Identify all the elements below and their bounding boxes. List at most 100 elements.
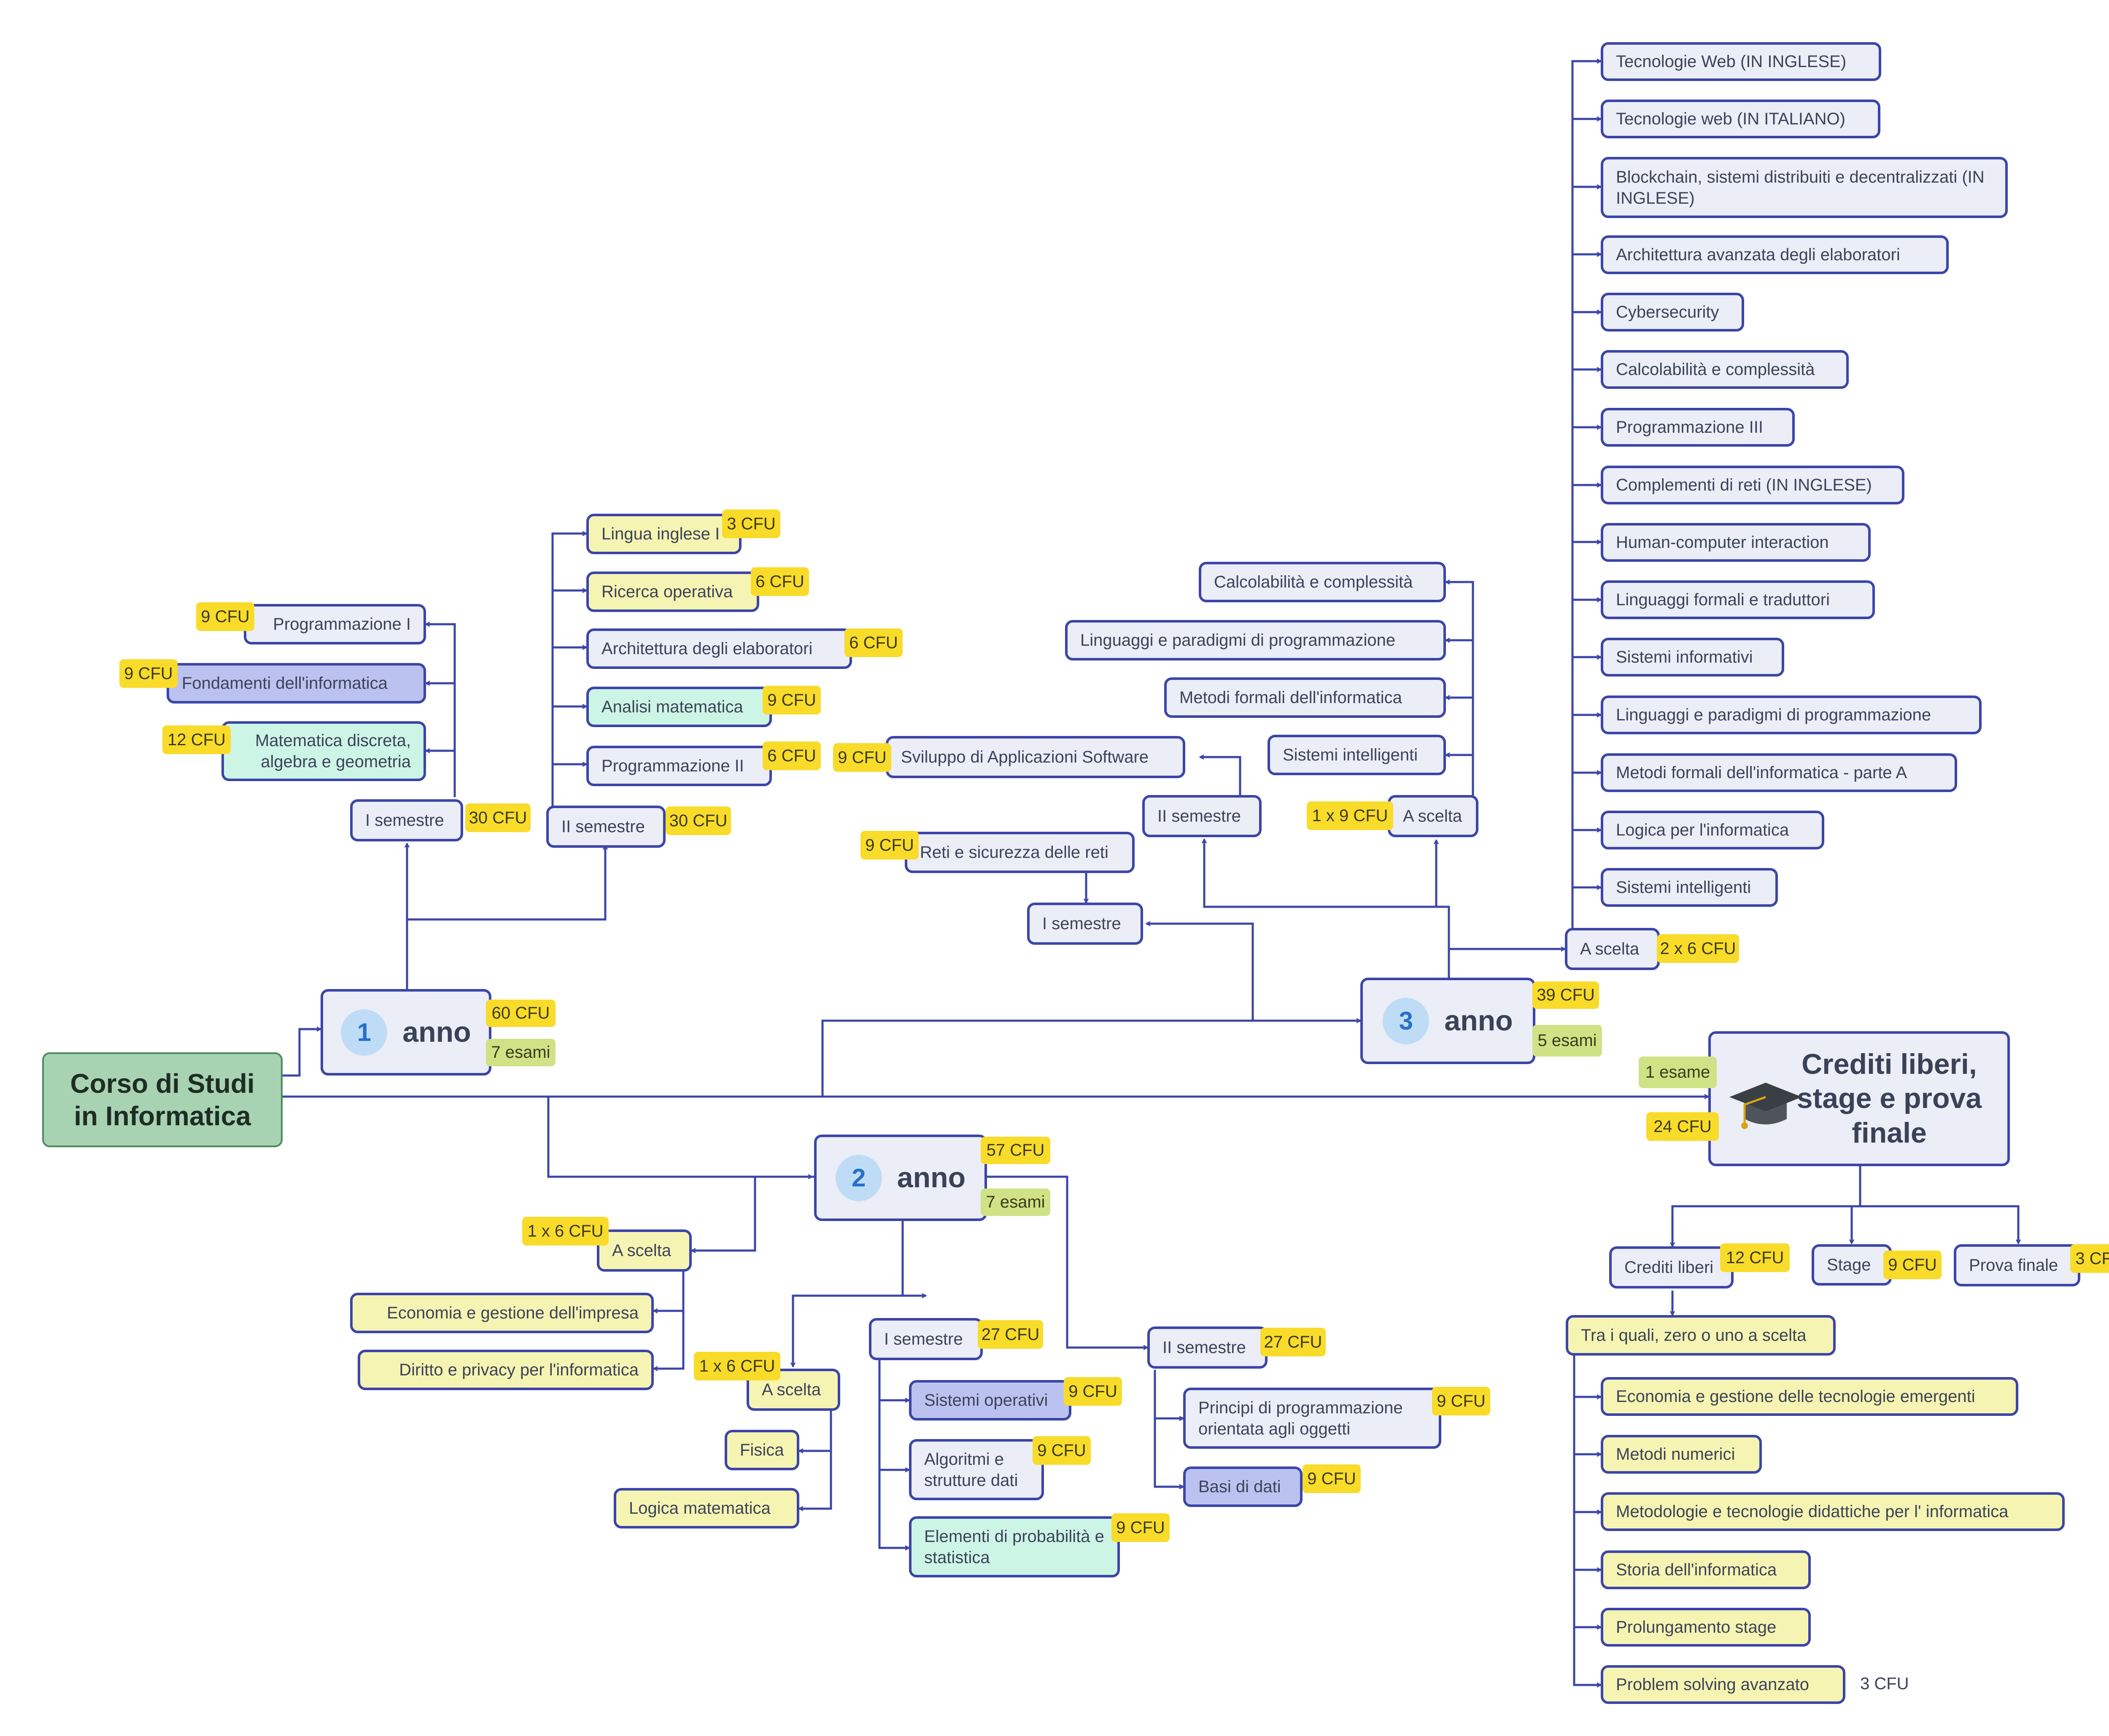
cfu-badge: 9 CFU <box>763 686 821 714</box>
option-label: Metodi formali dell'informatica - parte … <box>1616 763 1907 782</box>
year2-label: anno <box>897 1162 966 1194</box>
option-metodi-formali[interactable]: Metodi formali dell'informatica <box>1164 677 1446 718</box>
year2-sem1-label: I semestre <box>884 1330 963 1348</box>
year3-node[interactable]: 3 anno <box>1360 978 1535 1064</box>
course-programmazione-1[interactable]: Programmazione I <box>244 604 426 644</box>
option-sistemi-intelligenti[interactable]: Sistemi intelligenti <box>1268 735 1446 775</box>
cfu-badge: 9 CFU <box>833 743 891 772</box>
option-metodologie-didattiche[interactable]: Metodologie e tecnologie didattiche per … <box>1601 1492 2065 1531</box>
option-label: Complementi di reti (IN INGLESE) <box>1616 476 1872 494</box>
course-fondamenti-informatica[interactable]: Fondamenti dell'informatica <box>167 663 426 704</box>
year3-sem1-node[interactable]: I semestre <box>1027 903 1143 945</box>
option-label: Sistemi intelligenti <box>1616 878 1751 897</box>
cfu-badge: 9 CFU <box>1033 1436 1091 1465</box>
option-label: Economia e gestione delle tecnologie eme… <box>1616 1387 1975 1406</box>
year1-node[interactable]: 1 anno <box>321 989 491 1076</box>
option-metodi-formali-a[interactable]: Metodi formali dell'informatica - parte … <box>1601 753 1957 792</box>
year2-node[interactable]: 2 anno <box>814 1135 987 1221</box>
option-calcolabilita[interactable]: Calcolabilità e complessità <box>1199 562 1446 602</box>
course-probabilita-statistica[interactable]: Elementi di probabilità e statistica <box>909 1516 1120 1577</box>
crediti-liberi-node[interactable]: Crediti liberi <box>1609 1246 1734 1289</box>
option-economia-tecnologie-emergenti[interactable]: Economia e gestione delle tecnologie eme… <box>1601 1377 2018 1416</box>
option-tecnologie-web-inglese[interactable]: Tecnologie Web (IN INGLESE) <box>1601 42 1881 81</box>
cfu-badge: 6 CFU <box>844 628 903 657</box>
tra-label: Tra i quali, zero o uno a scelta <box>1581 1326 1807 1345</box>
option-logica-matematica[interactable]: Logica matematica <box>614 1488 799 1528</box>
year1-sem2-node[interactable]: II semestre <box>546 806 666 848</box>
course-analisi-matematica[interactable]: Analisi matematica <box>586 687 772 727</box>
option-label: Linguaggi e paradigmi di programmazione <box>1080 631 1396 650</box>
year2-number: 2 <box>835 1154 882 1201</box>
option-label: Metodologie e tecnologie didattiche per … <box>1616 1502 2009 1521</box>
year2-sem2-label: II semestre <box>1162 1338 1246 1357</box>
year3-sem2-node[interactable]: II semestre <box>1142 795 1262 837</box>
course-programmazione-2[interactable]: Programmazione II <box>586 746 772 786</box>
course-ricerca-operativa[interactable]: Ricerca operativa <box>586 571 759 612</box>
option-metodi-numerici[interactable]: Metodi numerici <box>1601 1435 1762 1474</box>
option-diritto-privacy[interactable]: Diritto e privacy per l'informatica <box>358 1350 654 1390</box>
final-exams-badge: 1 esame <box>1639 1057 1717 1088</box>
option-logica-informatica[interactable]: Logica per l'informatica <box>1601 811 1824 849</box>
course-architettura-elaboratori[interactable]: Architettura degli elaboratori <box>586 628 852 669</box>
course-reti-sicurezza[interactable]: Reti e sicurezza delle reti <box>905 832 1135 873</box>
course-lingua-inglese-1[interactable]: Lingua inglese I <box>586 514 742 554</box>
option-storia-informatica[interactable]: Storia dell'informatica <box>1601 1550 1811 1589</box>
option-label: Economia e gestione dell'impresa <box>387 1304 639 1322</box>
course-root-node[interactable]: Corso di Studi in Informatica <box>42 1052 283 1147</box>
problem-solving-cfu-text: 3 CFU <box>1860 1674 1909 1693</box>
course-basi-di-dati[interactable]: Basi di dati <box>1183 1466 1303 1507</box>
year2-exams-badge: 7 esami <box>981 1189 1050 1216</box>
option-sistemi-informativi[interactable]: Sistemi informativi <box>1601 638 1784 677</box>
option-blockchain[interactable]: Blockchain, sistemi distribuiti e decent… <box>1601 157 2008 218</box>
option-label: Human-computer interaction <box>1616 533 1829 552</box>
option-linguaggi-paradigmi[interactable]: Linguaggi e paradigmi di programmazione <box>1065 620 1446 660</box>
cfu-badge: 12 CFU <box>162 725 231 754</box>
year2-sem1-node[interactable]: I semestre <box>869 1318 983 1360</box>
option-complementi-reti[interactable]: Complementi di reti (IN INGLESE) <box>1601 466 1904 504</box>
course-programmazione-oggetti[interactable]: Principi di programmazione orientata agl… <box>1183 1388 1441 1449</box>
course-sviluppo-applicazioni[interactable]: Sviluppo di Applicazioni Software <box>886 736 1185 778</box>
year2-sem1-cfu-badge: 27 CFU <box>978 1320 1043 1349</box>
course-label: Sistemi operativi <box>924 1391 1048 1410</box>
year1-sem1-cfu-badge: 30 CFU <box>465 803 531 832</box>
option-problem-solving[interactable]: Problem solving avanzato <box>1601 1665 1845 1704</box>
course-label: Architettura degli elaboratori <box>601 639 813 658</box>
option-architettura-avanzata[interactable]: Architettura avanzata degli elaboratori <box>1601 235 1949 274</box>
year3-choice-b-node[interactable]: A scelta <box>1565 928 1660 970</box>
cfu-badge: 9 CFU <box>1303 1464 1361 1493</box>
year2-choice-node[interactable]: A scelta <box>597 1229 692 1272</box>
option-label: Blockchain, sistemi distribuiti e decent… <box>1616 167 1985 208</box>
option-tecnologie-web-italiano[interactable]: Tecnologie web (IN ITALIANO) <box>1601 100 1880 138</box>
stage-cfu-badge: 9 CFU <box>1883 1251 1942 1279</box>
option-cybersecurity[interactable]: Cybersecurity <box>1601 293 1744 332</box>
course-algoritmi-strutture-dati[interactable]: Algoritmi e strutture dati <box>909 1439 1044 1500</box>
course-matematica-discreta[interactable]: Matematica discreta, algebra e geometria <box>221 721 426 781</box>
option-fisica[interactable]: Fisica <box>725 1430 799 1470</box>
final-node[interactable]: Crediti liberi, stage e prova finale <box>1708 1031 2010 1166</box>
year1-cfu-badge: 60 CFU <box>486 1000 556 1027</box>
course-sistemi-operativi[interactable]: Sistemi operativi <box>909 1380 1071 1421</box>
year3-choice-a-node[interactable]: A scelta <box>1388 795 1478 837</box>
cfu-badge: 6 CFU <box>751 567 809 596</box>
year1-sem2-cfu-badge: 30 CFU <box>666 806 731 835</box>
year2-sem2-node[interactable]: II semestre <box>1147 1326 1268 1369</box>
option-programmazione-3[interactable]: Programmazione III <box>1601 408 1795 447</box>
option-linguaggi-paradigmi-b[interactable]: Linguaggi e paradigmi di programmazione <box>1601 695 1982 734</box>
tra-i-quali-node[interactable]: Tra i quali, zero o uno a scelta <box>1566 1315 1836 1356</box>
cfu-badge: 9 CFU <box>1064 1377 1122 1406</box>
cfu-badge: 3 CFU <box>722 509 780 538</box>
option-calcolabilita-complessita[interactable]: Calcolabilità e complessità <box>1601 350 1849 389</box>
option-economia-gestione-impresa[interactable]: Economia e gestione dell'impresa <box>350 1293 654 1333</box>
option-human-computer-interaction[interactable]: Human-computer interaction <box>1601 523 1871 562</box>
option-sistemi-intelligenti-b[interactable]: Sistemi intelligenti <box>1601 868 1778 907</box>
option-prolungamento-stage[interactable]: Prolungamento stage <box>1601 1608 1811 1647</box>
year1-sem1-node[interactable]: I semestre <box>350 799 463 841</box>
option-linguaggi-formali[interactable]: Linguaggi formali e traduttori <box>1601 580 1875 619</box>
prova-finale-node[interactable]: Prova finale <box>1954 1244 2080 1286</box>
year3-choice-b-cfu-badge: 2 x 6 CFU <box>1657 934 1739 963</box>
root-label: Corso di Studi in Informatica <box>70 1068 255 1131</box>
year2-sem1-choice-cfu-badge: 1 x 6 CFU <box>694 1352 780 1380</box>
stage-node[interactable]: Stage <box>1812 1244 1892 1286</box>
choice-label: A scelta <box>612 1241 672 1260</box>
year1-sem1-label: I semestre <box>365 811 444 830</box>
